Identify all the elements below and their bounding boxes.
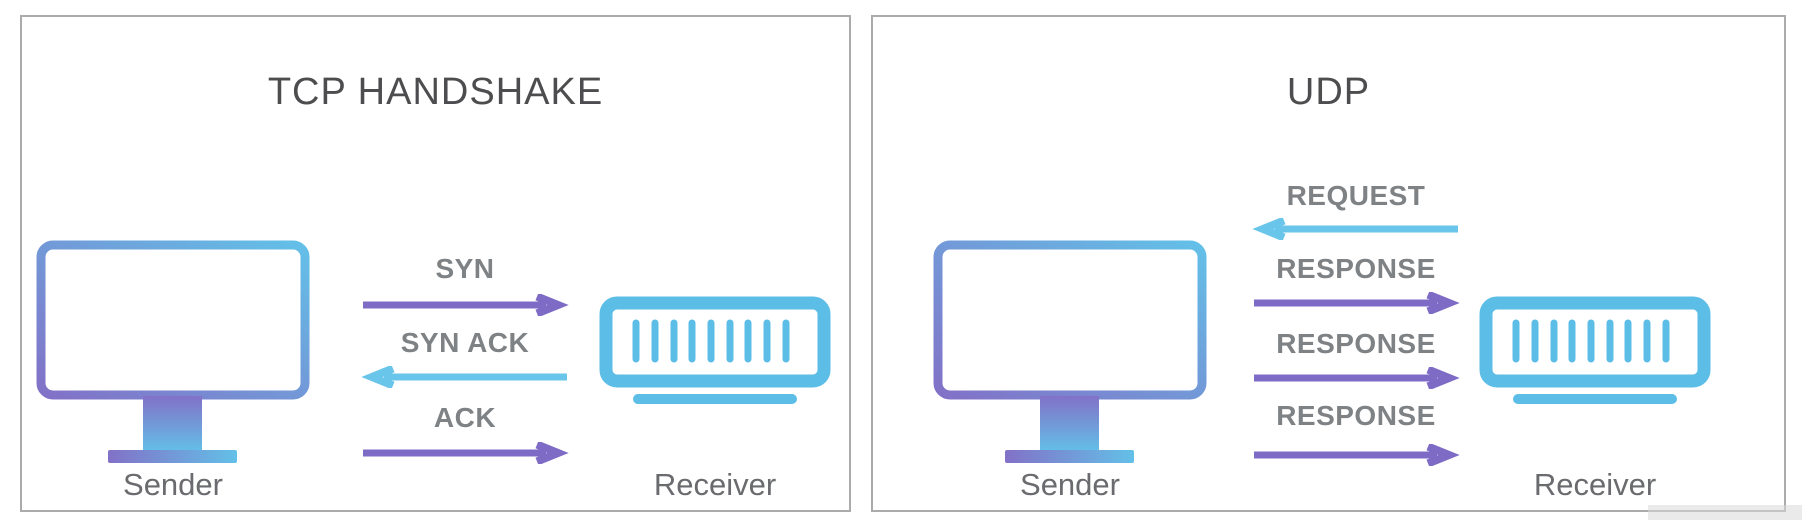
desktop-monitor-icon: [36, 240, 310, 463]
receiver-label: Receiver: [1533, 467, 1657, 502]
arrow-right-icon: [1254, 292, 1460, 314]
message-label-request: REQUEST: [1286, 180, 1426, 211]
arrow-right-icon: [1254, 444, 1460, 466]
tcp-handshake-panel: TCP HANDSHAKE Sender Receiver: [20, 15, 851, 512]
arrow-right-icon: [1254, 367, 1460, 389]
desktop-monitor-icon: [933, 240, 1207, 463]
arrow-left-icon: [361, 366, 567, 388]
arrow-left-icon: [1252, 218, 1458, 240]
panel-title: TCP HANDSHAKE: [267, 71, 604, 113]
message-label-syn-ack: SYN ACK: [400, 327, 530, 358]
server-device-icon: [599, 296, 831, 404]
message-label-syn: SYN: [435, 253, 495, 284]
message-label-response: RESPONSE: [1276, 253, 1436, 284]
corner-shadow: [1648, 505, 1802, 520]
arrow-right-icon: [363, 294, 569, 316]
sender-label: Sender: [123, 467, 223, 502]
receiver-label: Receiver: [653, 467, 777, 502]
udp-panel: UDP Sender Receiver: [871, 15, 1786, 512]
arrow-right-icon: [363, 442, 569, 464]
server-device-icon: [1479, 296, 1711, 404]
message-label-response: RESPONSE: [1276, 328, 1436, 359]
message-label-ack: ACK: [433, 402, 497, 433]
message-label-response: RESPONSE: [1276, 400, 1436, 431]
sender-label: Sender: [1020, 467, 1120, 502]
panel-title: UDP: [1286, 71, 1371, 113]
